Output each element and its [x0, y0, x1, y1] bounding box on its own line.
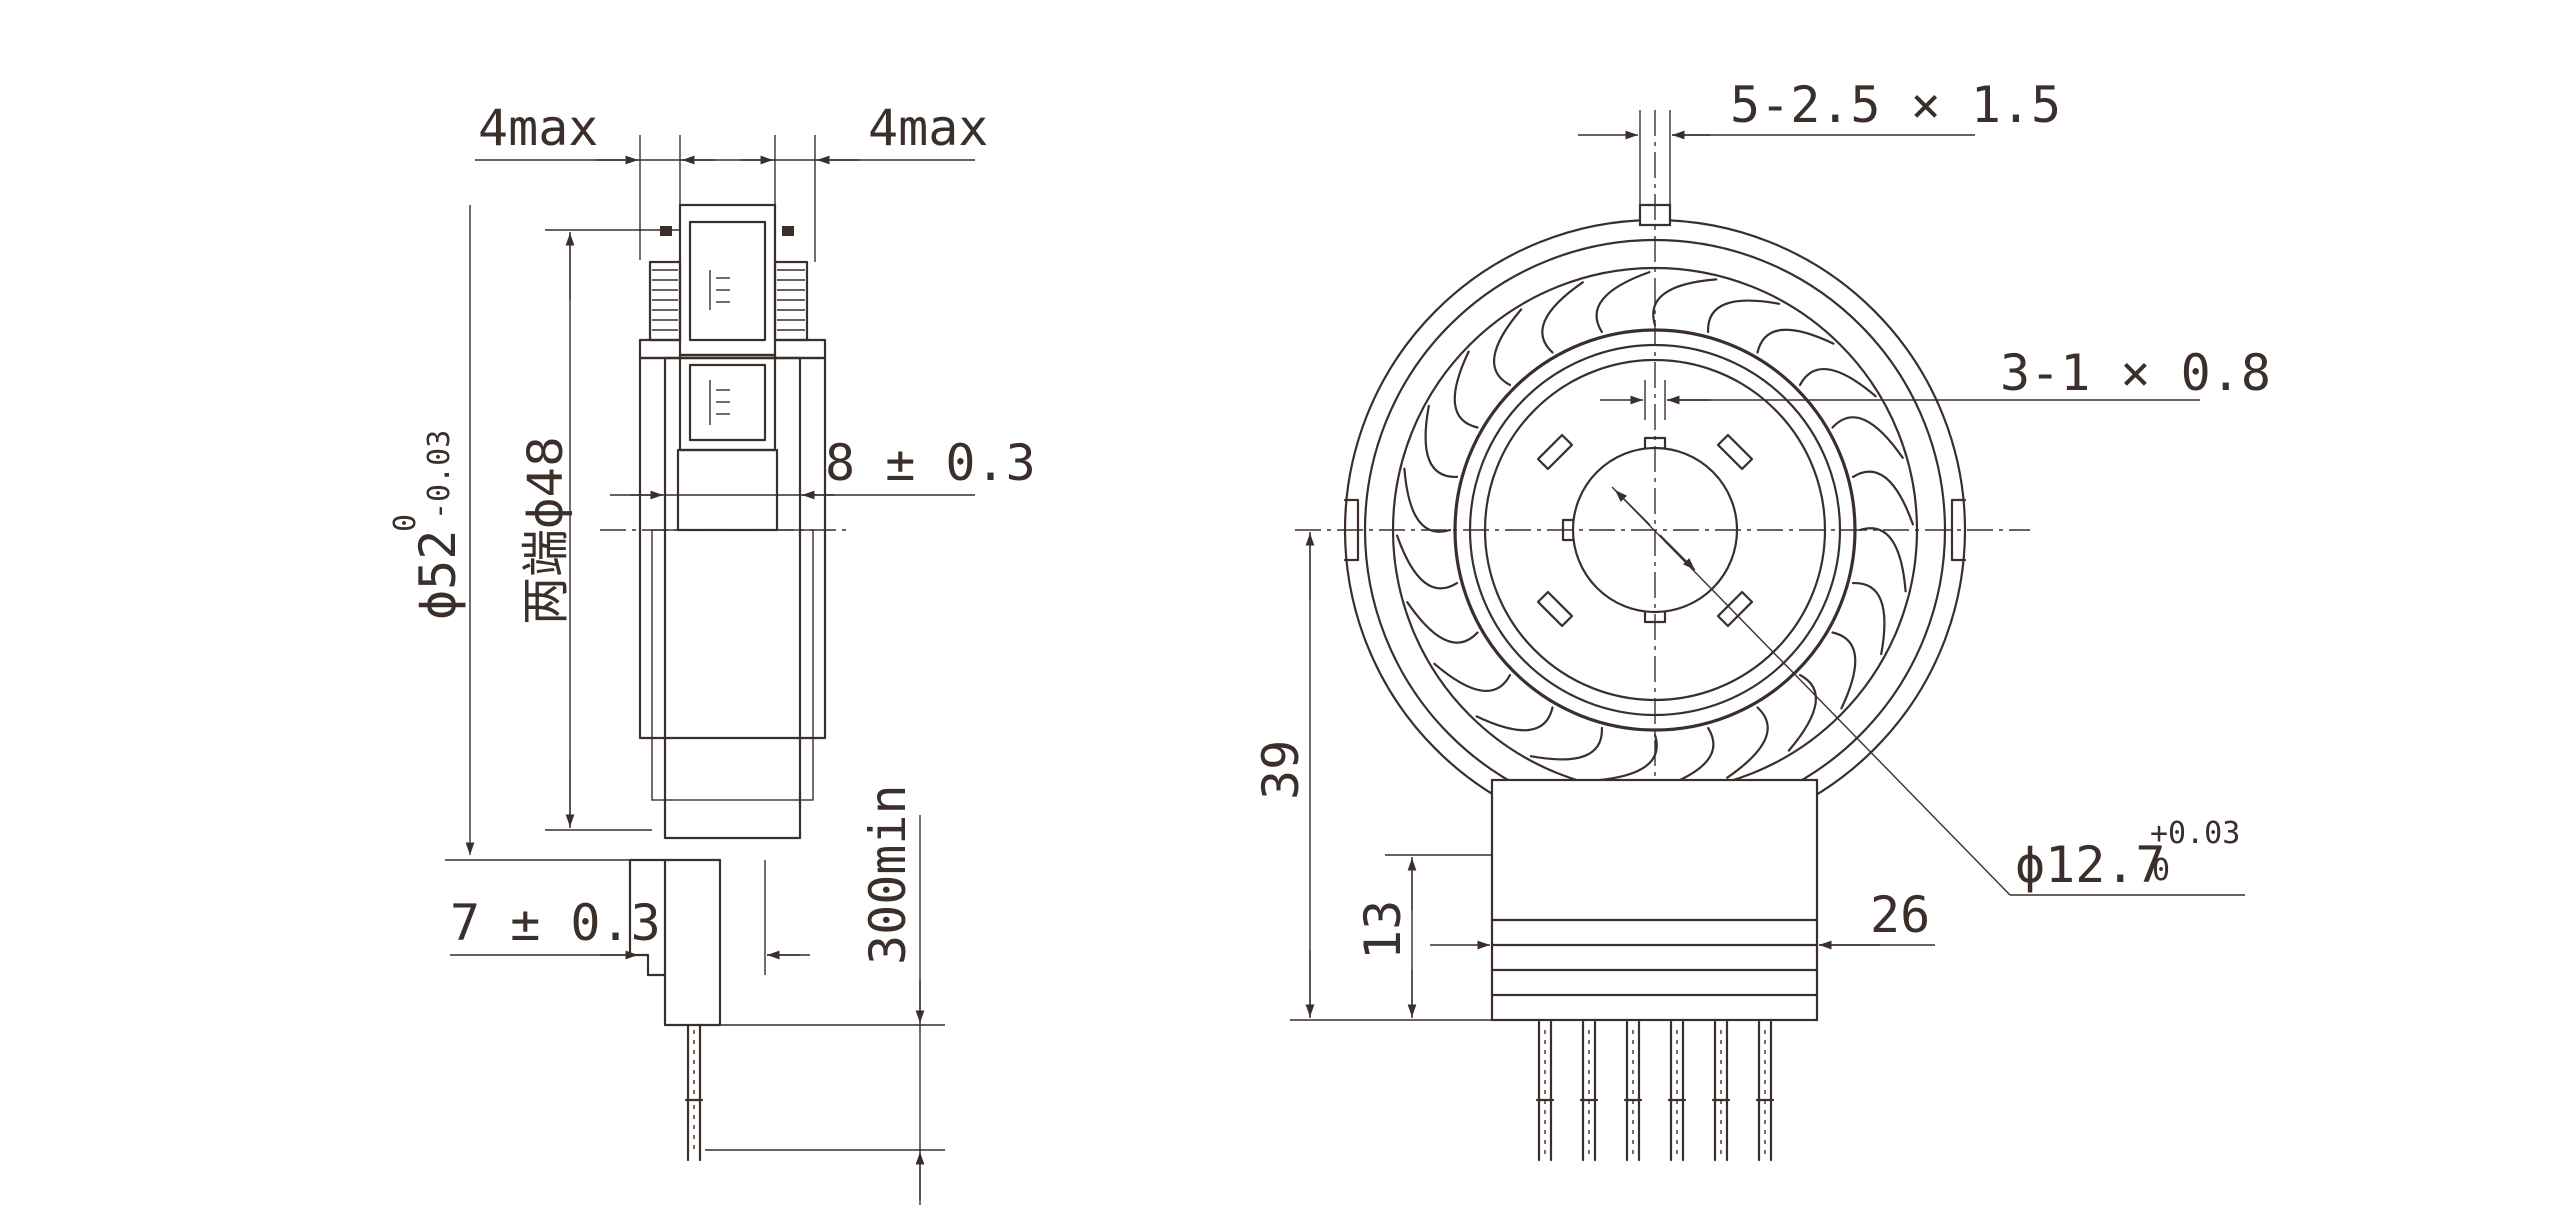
blade: [1475, 706, 1554, 732]
blade: [1403, 467, 1452, 533]
dim-outer-tol-lower: -0.03: [422, 430, 457, 520]
dim-base-width-front: 26: [1870, 886, 1930, 944]
blade: [1851, 581, 1886, 656]
dim-base-width: 7 ± 0.3: [450, 894, 661, 952]
rotor-slot-marks: [709, 270, 730, 425]
dim-4max-left: 4max: [478, 99, 598, 157]
dim-outer-slot: 5-2.5 × 1.5: [1730, 76, 2061, 134]
dim-inner-diameter-both-ends: 两端ϕ48: [518, 436, 574, 625]
side-view: 4max 4max ϕ52 0 -0.03 两端ϕ48 8 ± 0.3 7 ±: [388, 99, 1036, 1205]
dim-outer-diameter: ϕ52: [409, 530, 467, 620]
blade: [1787, 673, 1817, 752]
front-view: 5-2.5 × 1.5 3-1 × 0.8 ϕ12.7 +0.03 0 39 1…: [1252, 76, 2271, 1162]
blade: [1798, 368, 1877, 398]
blade: [1652, 278, 1718, 327]
dim-width: 8 ± 0.3: [825, 434, 1036, 492]
blade: [1453, 350, 1479, 429]
blade: [1541, 281, 1584, 354]
dim-bore-tol-upper: +0.03: [2150, 816, 2240, 851]
blade: [1726, 706, 1769, 779]
dim-inner-slot: 3-1 × 0.8: [2000, 344, 2271, 402]
blade: [1529, 726, 1604, 761]
blade: [1851, 470, 1914, 526]
blade: [1831, 416, 1904, 459]
blade: [1424, 404, 1459, 479]
blade: [1493, 308, 1523, 387]
side-wire: [684, 1023, 704, 1162]
dim-bore-diameter: ϕ12.7: [2015, 836, 2166, 894]
blade: [1595, 271, 1651, 334]
dim-wire-length: 300min: [859, 784, 917, 965]
brush-blade-ring: [1396, 271, 1914, 789]
dim-outer-tol-upper: 0: [388, 514, 423, 532]
blade: [1406, 601, 1479, 644]
dim-4max-right: 4max: [868, 99, 988, 157]
blade: [1706, 299, 1781, 334]
dim-base-height: 13: [1354, 900, 1412, 960]
blade: [1756, 328, 1835, 354]
dim-bore-tol-lower: 0: [2152, 853, 2170, 888]
blade: [1592, 733, 1658, 782]
blade: [1396, 534, 1459, 590]
blade: [1433, 662, 1512, 692]
left-brush-hatch: [652, 269, 678, 331]
terminal-pins: [1535, 1020, 1775, 1162]
blade: [1858, 527, 1907, 593]
dim-center-height: 39: [1252, 740, 1310, 800]
blade: [1831, 631, 1857, 710]
right-brush-hatch: [777, 269, 805, 331]
